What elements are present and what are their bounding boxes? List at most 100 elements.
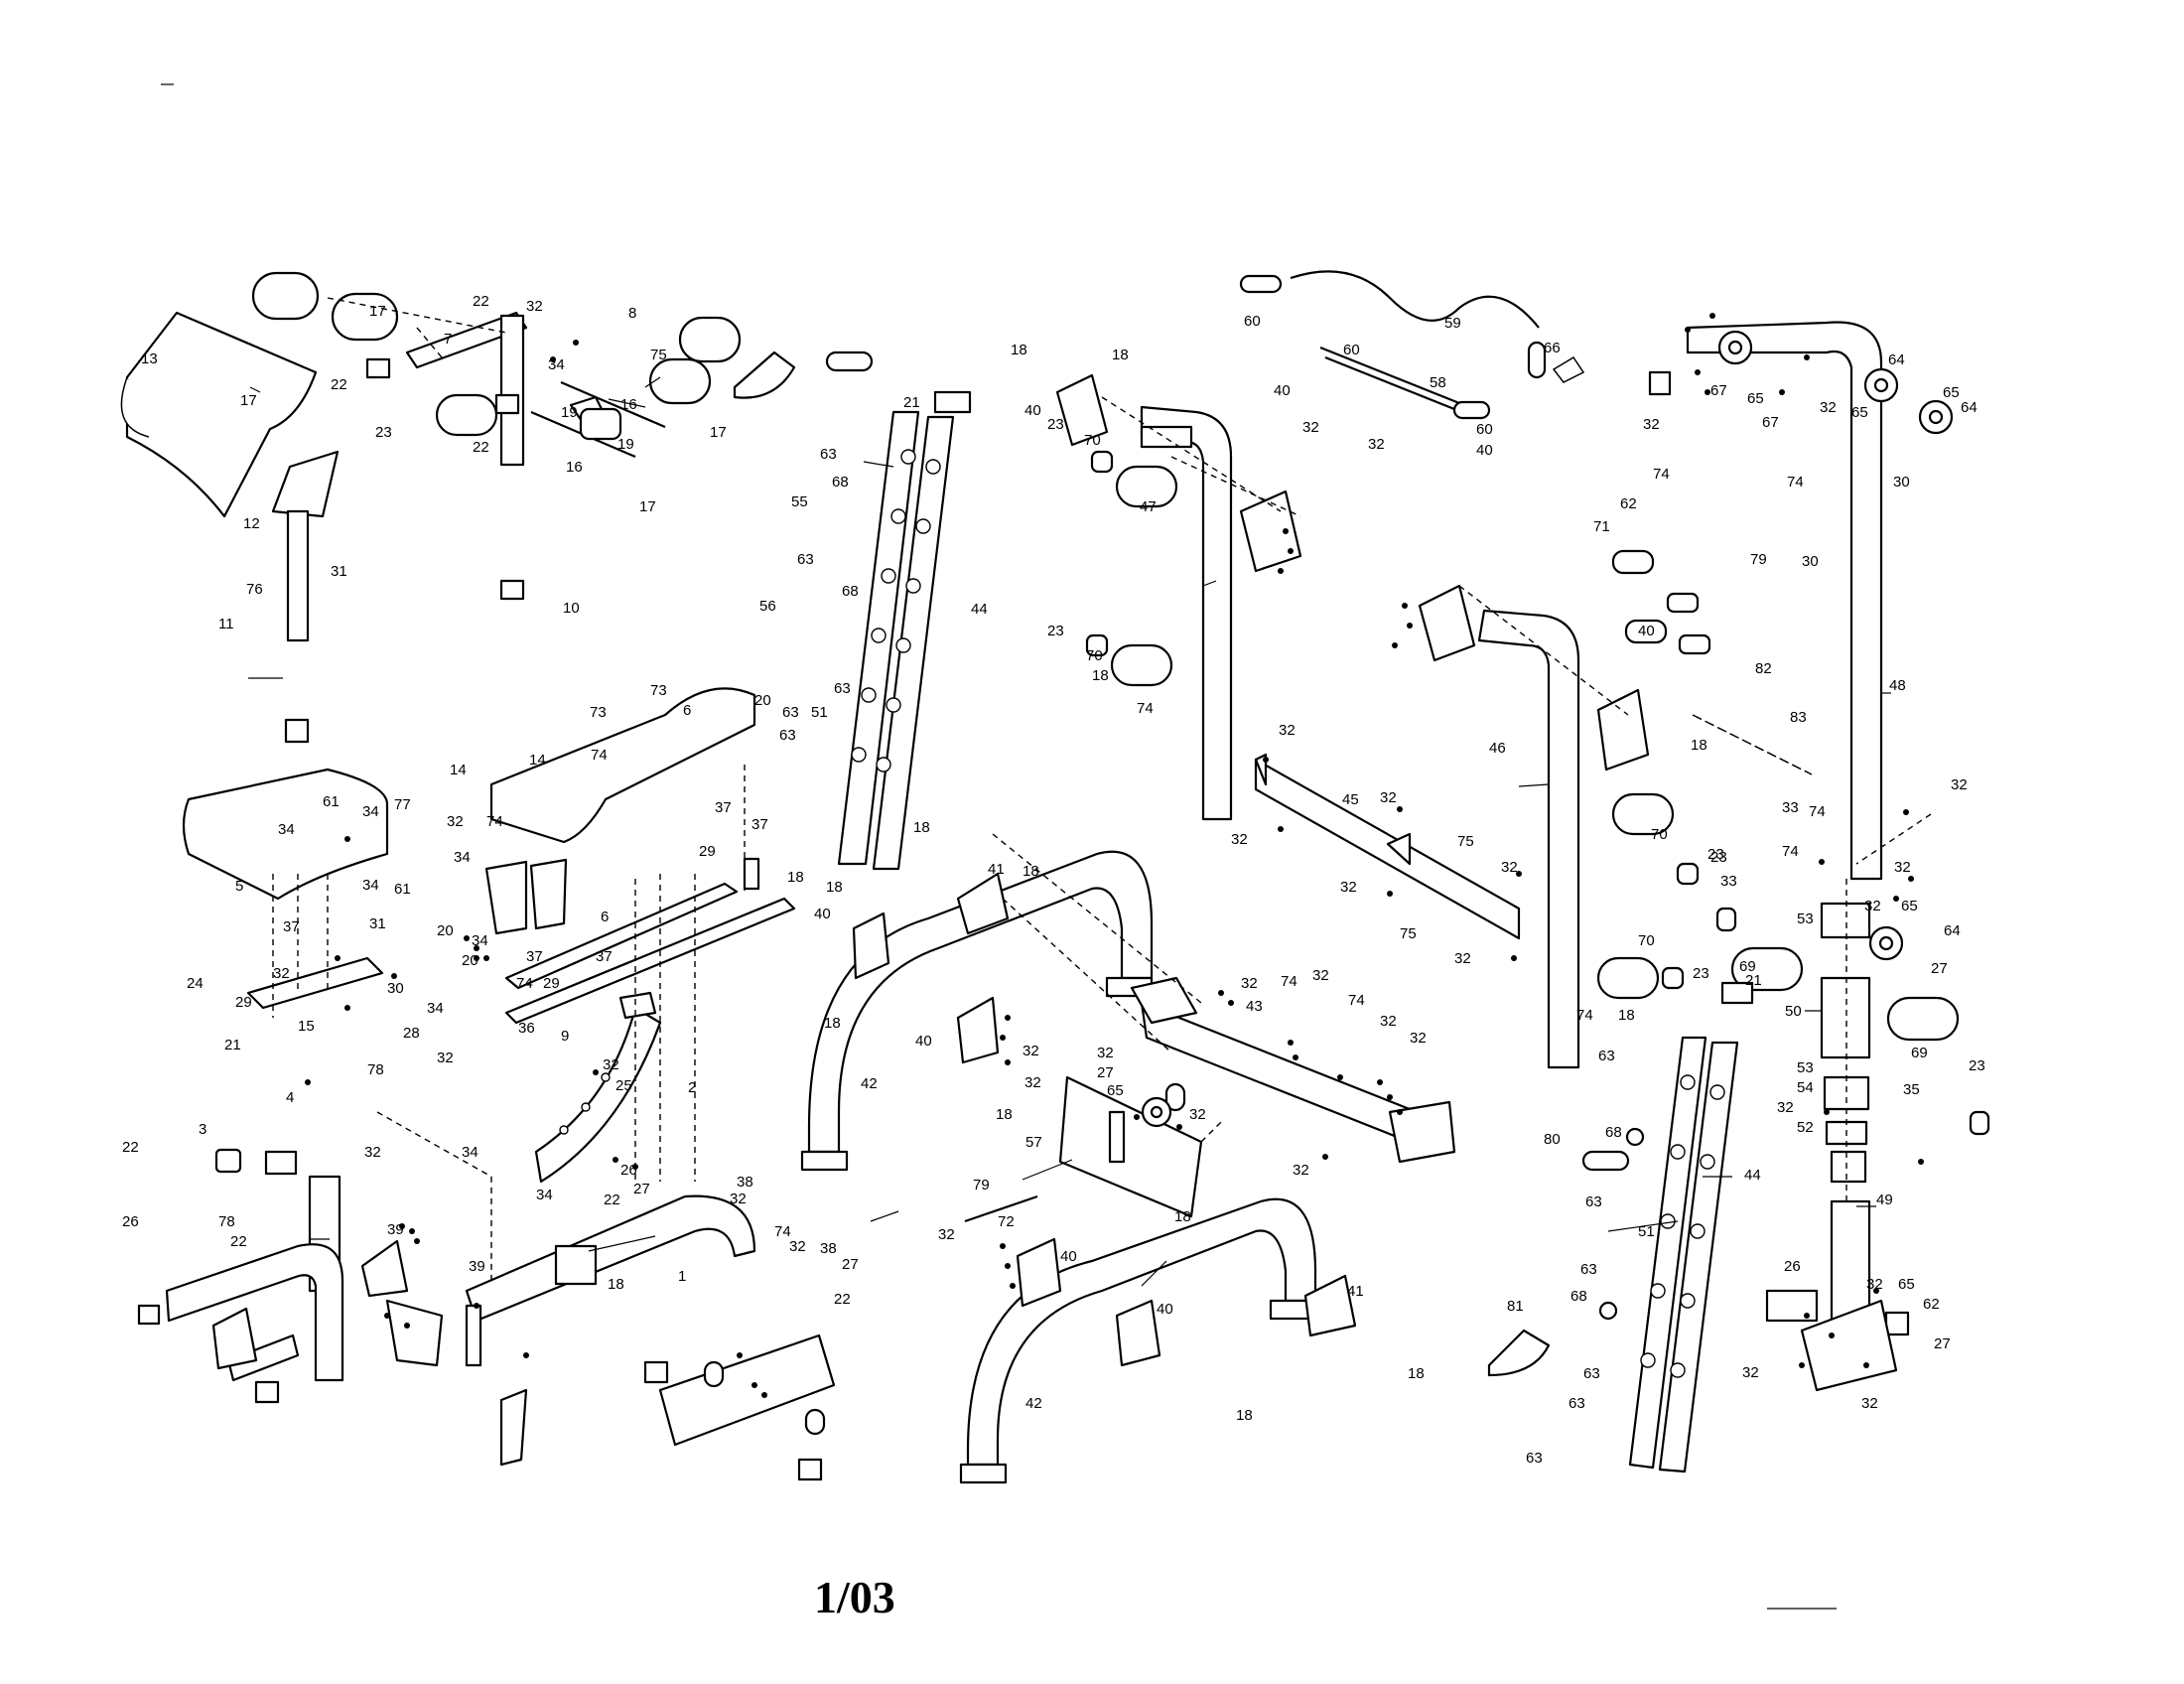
label-11: 11: [218, 616, 234, 632]
label-14a: 14: [450, 762, 467, 778]
label-63a: 63: [782, 704, 799, 721]
label-26a: 26: [620, 1162, 637, 1179]
label-65e: 65: [1901, 898, 1918, 914]
label-73b: 73: [590, 704, 607, 721]
label-70a: 70: [1084, 432, 1101, 449]
label-63i: 63: [1583, 1365, 1600, 1382]
label-75c: 75: [1400, 925, 1417, 942]
label-65c: 65: [1851, 404, 1868, 421]
label-29a: 29: [699, 843, 716, 860]
label-61a: 61: [323, 793, 340, 810]
label-22b: 22: [331, 376, 347, 393]
label-18e: 18: [1112, 347, 1129, 363]
label-59: 59: [1444, 315, 1461, 332]
label-23b: 23: [1047, 416, 1064, 433]
label-21c: 21: [1745, 972, 1762, 989]
label-29b: 29: [543, 975, 560, 992]
label-32n: 32: [1340, 879, 1357, 896]
label-37e: 37: [596, 948, 613, 965]
label-52: 52: [1797, 1119, 1814, 1136]
label-22e: 22: [604, 1192, 620, 1208]
label-27b: 27: [842, 1256, 859, 1273]
label-68b: 68: [842, 583, 859, 600]
label-5: 5: [235, 878, 243, 895]
label-17c: 17: [710, 424, 727, 441]
label-23a: 23: [375, 424, 392, 441]
label-34c: 34: [278, 821, 295, 838]
label-18k: 18: [1408, 1365, 1425, 1382]
label-63d: 63: [834, 680, 851, 697]
label-39b: 39: [469, 1258, 485, 1275]
label-69a: 69: [1739, 958, 1756, 975]
label-70d: 70: [1638, 932, 1655, 949]
label-34h: 34: [462, 1144, 478, 1161]
label-20c: 20: [462, 952, 478, 969]
label-67b: 67: [1762, 414, 1779, 431]
label-32x: 32: [1410, 1030, 1427, 1047]
label-32i: 32: [1302, 419, 1319, 436]
label-32ad: 32: [1894, 859, 1911, 876]
label-4: 4: [286, 1089, 294, 1106]
label-32d: 32: [603, 1056, 619, 1073]
label-78b: 78: [218, 1213, 235, 1230]
label-74a: 74: [591, 747, 608, 764]
label-26c: 26: [1784, 1258, 1801, 1275]
label-58: 58: [1430, 374, 1446, 391]
label-71: 71: [1593, 518, 1610, 535]
label-62a: 62: [1620, 495, 1637, 512]
label-6a: 6: [683, 702, 691, 719]
label-42b: 42: [1025, 1395, 1042, 1412]
label-61b: 61: [394, 881, 411, 898]
label-74j: 74: [1787, 474, 1804, 491]
label-29c: 29: [235, 994, 252, 1011]
label-64c: 64: [1944, 922, 1961, 939]
label-18h: 18: [1618, 1007, 1635, 1024]
label-32ab: 32: [1820, 399, 1837, 416]
label-34g: 34: [427, 1000, 444, 1017]
label-40c: 40: [1274, 382, 1291, 399]
bench-assembly: [465, 687, 836, 1481]
label-77: 77: [394, 796, 411, 813]
label-32g: 32: [730, 1191, 747, 1207]
label-74f: 74: [1576, 1007, 1593, 1024]
label-34e: 34: [362, 877, 379, 894]
label-32w: 32: [1380, 1013, 1397, 1030]
label-16a: 16: [620, 396, 637, 413]
label-32k: 32: [1279, 722, 1296, 739]
label-63c: 63: [797, 551, 814, 568]
label-18f: 18: [1092, 667, 1109, 684]
front-frame-assembly: [733, 351, 1456, 1484]
label-32y: 32: [1293, 1162, 1309, 1179]
label-23d: 23: [1707, 846, 1724, 863]
label-65a: 65: [1107, 1082, 1124, 1099]
label-74i: 74: [1653, 466, 1670, 483]
label-64b: 64: [1961, 399, 1978, 416]
label-34d: 34: [454, 849, 471, 866]
label-18b: 18: [826, 879, 843, 896]
label-63e: 63: [779, 727, 796, 744]
label-76: 76: [246, 581, 263, 598]
label-32ai: 32: [1861, 1395, 1878, 1412]
label-62b: 62: [1923, 1296, 1940, 1313]
label-32q: 32: [1023, 1043, 1039, 1059]
label-31a: 31: [331, 563, 347, 580]
label-32aa: 32: [1643, 416, 1660, 433]
label-22g: 22: [834, 1291, 851, 1308]
label-79a: 79: [973, 1177, 990, 1193]
label-18a: 18: [787, 869, 804, 886]
label-32b: 32: [447, 813, 464, 830]
label-33a: 33: [1782, 799, 1799, 816]
leader-lines: [161, 83, 1891, 1610]
label-66: 66: [1544, 340, 1561, 356]
label-73a: 73: [650, 682, 667, 699]
label-60c: 60: [1476, 421, 1493, 438]
label-75a: 75: [650, 347, 667, 363]
label-32v: 32: [1312, 967, 1329, 984]
label-49: 49: [1876, 1192, 1893, 1208]
label-56: 56: [759, 598, 776, 615]
label-22f: 22: [230, 1233, 247, 1250]
label-41b: 41: [988, 861, 1005, 878]
label-32j: 32: [1368, 436, 1385, 453]
label-19b: 19: [617, 436, 634, 453]
